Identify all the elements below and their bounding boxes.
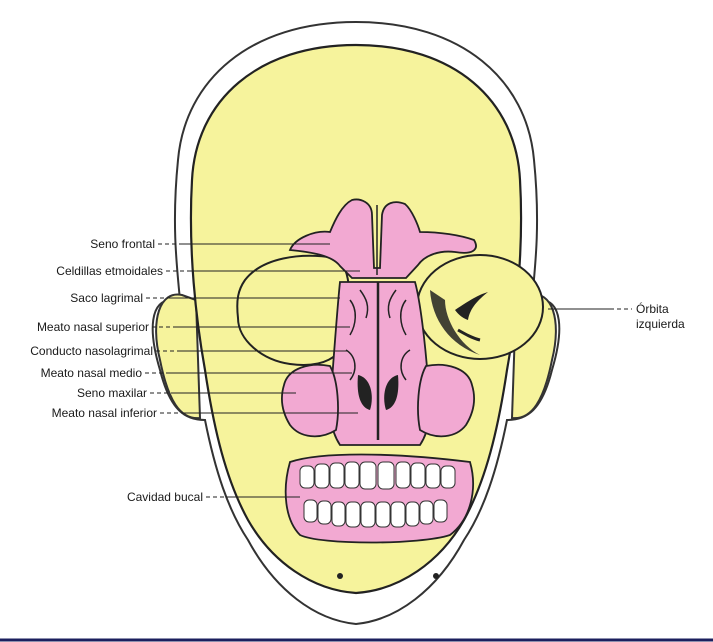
label-meato-inferior: Meato nasal inferior (51, 406, 157, 420)
label-cavidad-bucal: Cavidad bucal (126, 490, 203, 504)
label-izquierda: izquierda (636, 317, 685, 331)
left-orbit-fissure (455, 292, 488, 320)
label-saco-lagrimal: Saco lagrimal (70, 291, 143, 305)
right-orbit (236, 254, 351, 366)
lower-teeth (303, 499, 448, 528)
maxillary-sinus-left (417, 363, 475, 438)
label-seno-frontal: Seno frontal (90, 237, 155, 251)
right-ear (155, 293, 202, 420)
label-meato-medio: Meato nasal medio (40, 366, 142, 380)
frontal-sinus (288, 198, 477, 279)
maxillary-sinus-right (281, 363, 339, 438)
left-orbit-fissure-2 (457, 328, 481, 342)
label-celdillas-etmoidales: Celdillas etmoidales (56, 264, 163, 278)
upper-teeth (299, 461, 456, 490)
nasal-cavity (329, 281, 431, 446)
inferior-concha-left (384, 375, 399, 410)
leader-lines (145, 243, 632, 498)
label-meato-superior: Meato nasal superior (36, 320, 149, 334)
label-seno-maxilar: Seno maxilar (76, 386, 147, 400)
left-orbit-shading (430, 290, 480, 355)
inferior-concha-right (357, 375, 372, 410)
label-conducto-nasolagrimal: Conducto nasolagrimal (30, 344, 153, 358)
label-orbita: Órbita (636, 302, 669, 316)
